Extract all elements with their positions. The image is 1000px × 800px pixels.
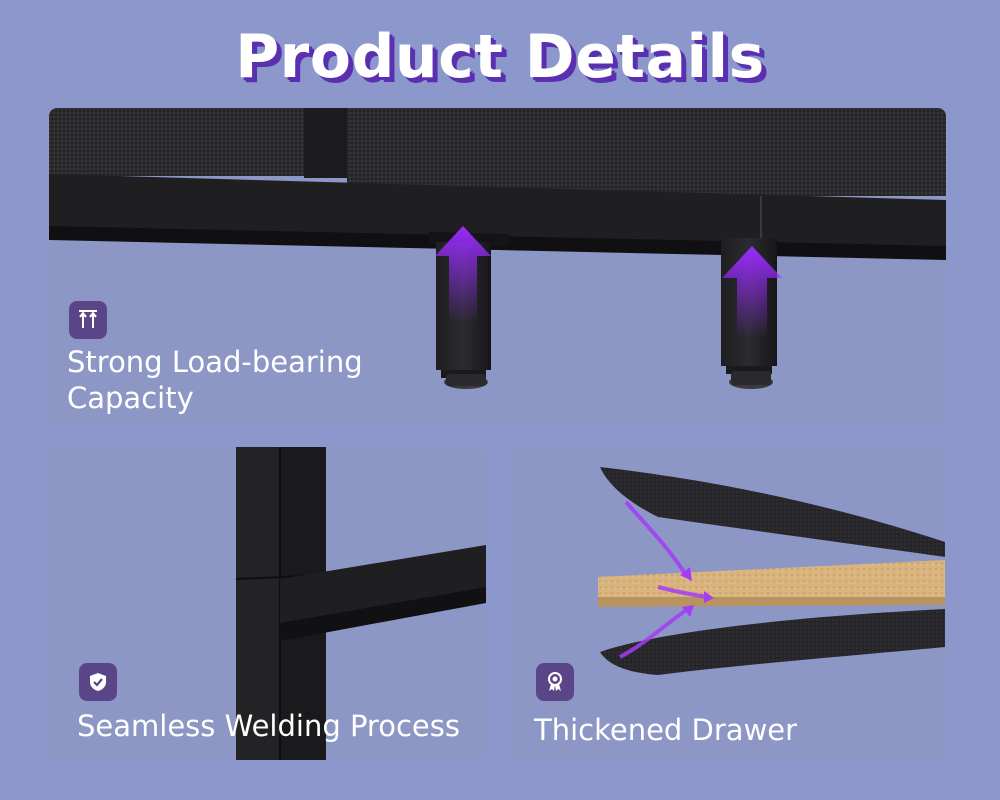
caption-line-2: Capacity xyxy=(67,381,194,415)
drawer-caption: Thickened Drawer xyxy=(534,713,798,747)
welding-panel: Seamless Welding Process xyxy=(49,447,486,760)
load-arrows-icon xyxy=(69,301,107,339)
table-frame-image xyxy=(49,108,946,389)
load-bearing-caption: Strong Load-bearing Capacity xyxy=(67,344,363,416)
welded-frame-image xyxy=(235,447,486,760)
caption-line-1: Strong Load-bearing xyxy=(67,345,363,379)
award-ribbon-icon xyxy=(536,663,574,701)
shield-check-icon xyxy=(79,663,117,701)
welding-caption: Seamless Welding Process xyxy=(77,709,460,743)
drawer-panel: Thickened Drawer xyxy=(508,447,945,760)
arrow-up-icon xyxy=(435,226,491,323)
arrow-up-icon xyxy=(722,246,782,338)
page-title: Product Details xyxy=(235,22,765,92)
load-bearing-panel: Strong Load-bearing Capacity xyxy=(49,108,946,426)
drawer-layers-image xyxy=(598,467,945,675)
